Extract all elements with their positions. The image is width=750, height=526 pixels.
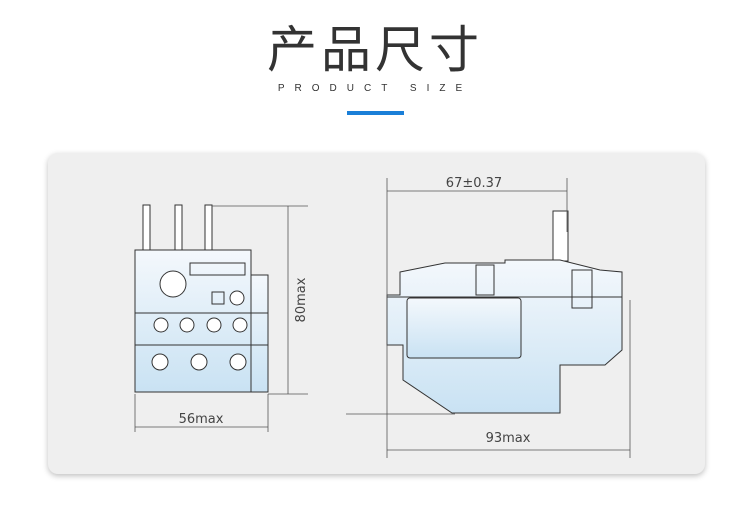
side-depth-label: 93max xyxy=(486,431,531,446)
front-dimensions xyxy=(134,205,308,432)
front-view xyxy=(134,204,269,393)
front-height-label: 80max xyxy=(294,277,309,322)
page-subtitle: PRODUCT SIZE xyxy=(277,83,473,94)
accent-bar xyxy=(347,111,404,115)
side-view xyxy=(386,210,623,414)
side-width-label: 67±0.37 xyxy=(446,176,502,191)
front-width-label: 56max xyxy=(179,412,224,427)
page-title: 产品尺寸 xyxy=(267,21,483,79)
side-dimensions xyxy=(346,178,631,458)
